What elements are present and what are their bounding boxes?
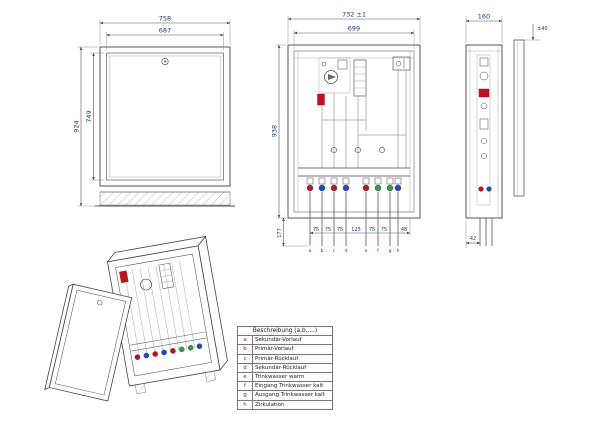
legend-key-d: d <box>237 362 253 374</box>
legend-key-b: b <box>237 344 253 355</box>
door-lock-icon <box>161 57 169 65</box>
iso-heat-exchanger <box>158 262 175 289</box>
dim-open-outer-width: 732 ±1 <box>342 11 366 19</box>
dim-gap-6: 75 <box>381 227 387 233</box>
dim-gap-3: 75 <box>337 227 343 233</box>
dim-door-width: 687 <box>159 27 171 35</box>
door-panel-side <box>513 39 525 197</box>
cabinet-outer-frame <box>99 46 231 187</box>
front-closed-dimensions <box>78 20 231 207</box>
cabinet-door <box>106 52 224 181</box>
bottom-pipes <box>309 192 399 246</box>
dim-pipe-offset: 42 <box>470 236 476 242</box>
side-outer-frame <box>465 44 503 219</box>
dim-gap-5: 75 <box>369 227 375 233</box>
dim-edge-gap: 48 <box>401 227 407 233</box>
safety-valve-red <box>317 93 325 106</box>
dim-gap-4: 125 <box>351 227 361 233</box>
iso-door <box>44 283 133 402</box>
legend-key-c: c <box>237 353 253 364</box>
legend-label-b: Primär-Vorlauf <box>252 344 333 355</box>
legend-row: d Sekundär-Rücklauf <box>237 362 333 374</box>
dim-door-height: 749 <box>85 110 93 122</box>
front-view-closed <box>95 46 235 207</box>
legend-key-e: e <box>237 372 253 383</box>
dim-gap-1: 75 <box>313 227 319 233</box>
dim-top-adjust: ±40 <box>537 26 548 32</box>
iso-door-lock-icon <box>97 300 103 306</box>
legend-row: a Sekundär-Vorlauf <box>237 335 333 346</box>
front-open-dimensions <box>276 16 421 247</box>
iso-cabinet <box>106 235 228 395</box>
dim-pipe-drop: 177 <box>277 228 283 238</box>
heat-exchanger <box>353 59 367 97</box>
iso-foot-right <box>204 370 216 382</box>
conn-f: f <box>377 248 379 254</box>
dim-gap-2: 75 <box>325 227 331 233</box>
legend-key-g: g <box>237 390 253 401</box>
connection-valves <box>306 177 402 192</box>
conn-b: b <box>321 248 324 254</box>
iso-safety-valve-red <box>119 270 129 284</box>
legend-table: Beschreibung (a,b,....) a Sekundär-Vorla… <box>237 325 333 410</box>
legend-label-e: Trinkwasser warm <box>252 372 333 383</box>
controller-box <box>392 56 411 71</box>
dim-depth: 160 <box>478 13 490 21</box>
open-outer-frame <box>287 44 421 219</box>
iso-pump <box>140 278 152 291</box>
legend-label-d: Sekundär-Rücklauf <box>252 362 333 374</box>
connection-letters: a b c d e f g h <box>309 248 400 254</box>
dim-open-inner-width: 699 <box>348 25 360 33</box>
legend-label-f: Eingang Trinkwasser kalt <box>252 381 333 392</box>
legend-row: h Zirkulation <box>237 399 333 410</box>
internal-piping <box>321 70 407 168</box>
legend-label-h: Zirkulation <box>252 399 333 410</box>
dim-open-height: 938 <box>271 125 279 137</box>
dim-outer-width: 758 <box>159 15 171 23</box>
legend-row: g Ausgang Trinkwasser kalt <box>237 390 333 401</box>
pipe-gap-dimensions: 75 75 75 125 75 75 48 <box>313 227 407 233</box>
side-internals <box>476 54 492 206</box>
conn-d: d <box>345 248 348 254</box>
iso-foot-left <box>135 383 146 395</box>
conn-e: e <box>365 249 368 254</box>
conn-c: c <box>333 249 336 254</box>
side-view <box>465 39 525 246</box>
cabinet-door-panel <box>109 55 221 178</box>
conn-a: a <box>309 249 312 254</box>
legend-title: Beschreibung (a,b,....) <box>237 325 333 337</box>
iso-door-face <box>48 283 133 402</box>
legend-row: b Primär-Vorlauf <box>237 344 333 355</box>
pump-group <box>318 57 351 94</box>
iso-connection-caps <box>134 343 203 360</box>
legend-row: e Trinkwasser warm <box>237 372 333 383</box>
dim-outer-height: 924 <box>73 120 81 132</box>
side-bottom-pipes <box>479 218 493 246</box>
iso-door-panel <box>55 289 126 396</box>
isometric-view <box>44 235 228 402</box>
side-safety-valve-red <box>478 88 490 98</box>
internal-components <box>298 56 411 246</box>
open-inner-frame <box>293 50 415 213</box>
front-view-open <box>287 44 421 246</box>
side-dimensions <box>465 16 540 248</box>
legend-row: f Eingang Trinkwasser kalt <box>237 381 333 392</box>
legend-key-a: a <box>237 335 253 346</box>
cabinet-base-hatch <box>99 191 231 206</box>
conn-h: h <box>397 248 400 254</box>
legend-label-g: Ausgang Trinkwasser kalt <box>252 390 333 401</box>
legend-key-h: h <box>237 399 253 410</box>
legend-row: c Primär-Rücklauf <box>237 353 333 364</box>
legend-key-f: f <box>237 381 253 392</box>
legend-label-a: Sekundär-Vorlauf <box>252 335 333 346</box>
conn-g: g <box>389 249 392 254</box>
manifold <box>298 167 410 177</box>
legend-label-c: Primär-Rücklauf <box>252 353 333 364</box>
internal-valves <box>331 147 385 153</box>
